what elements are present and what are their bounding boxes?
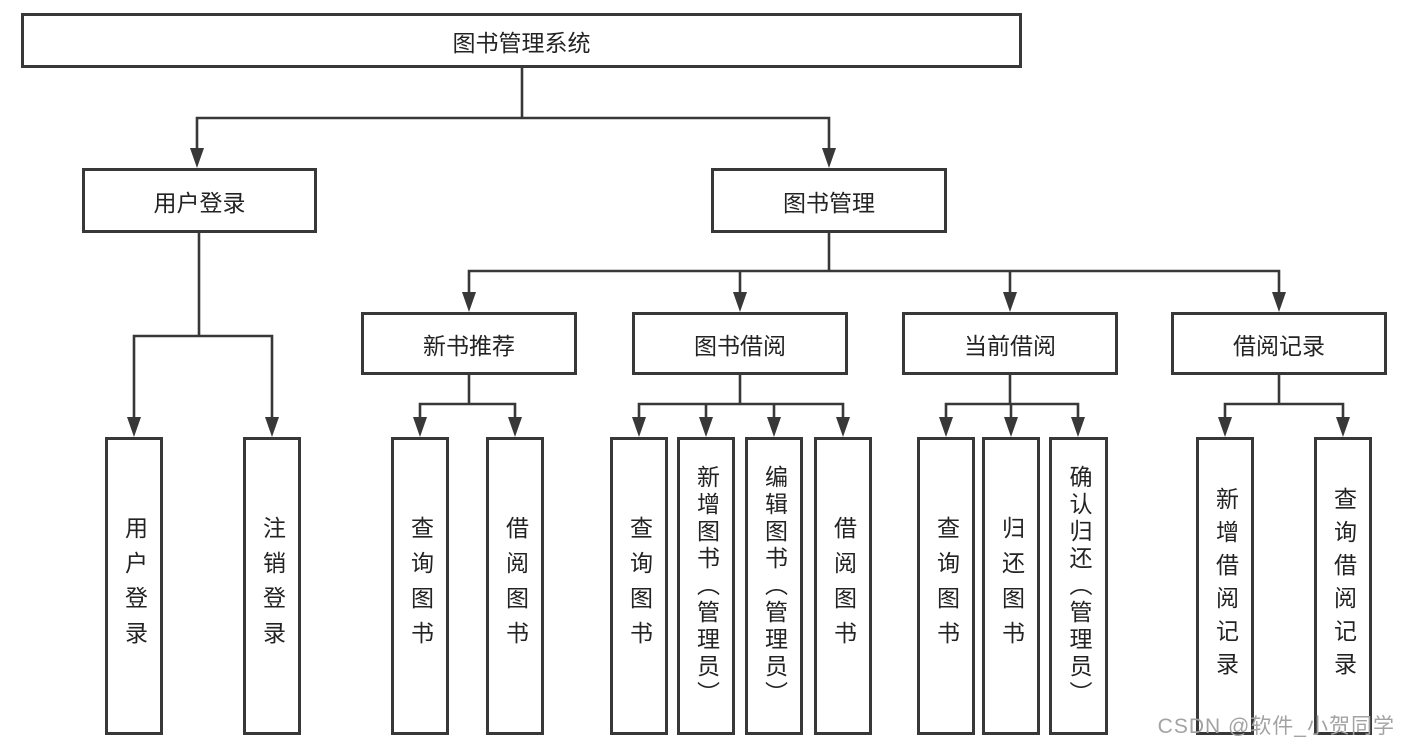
leaf-edit-books-admin: 编辑图书（管理员） <box>745 437 803 735</box>
node-label: 借阅记录 <box>1233 332 1325 359</box>
leaf-label: 归还图书 <box>998 516 1025 656</box>
node-label: 图书管理系统 <box>452 29 591 56</box>
leaf-borrow-books: 借阅图书 <box>814 437 872 735</box>
node-book-borrowing: 图书借阅 <box>632 312 848 375</box>
leaf-borrow-books-recommend: 借阅图书 <box>486 437 544 735</box>
leaf-label: 查询图书 <box>407 516 434 656</box>
node-label: 用户登录 <box>153 189 246 216</box>
leaf-query-books-current: 查询图书 <box>917 437 975 735</box>
leaf-label: 确认归还（管理员） <box>1066 464 1092 708</box>
leaf-label: 用户登录 <box>121 516 148 656</box>
leaf-label: 编辑图书（管理员） <box>761 464 788 708</box>
csdn-watermark: CSDN @软件_小贺同学 <box>1157 715 1395 738</box>
node-label: 图书管理 <box>783 189 875 216</box>
leaf-label: 借阅图书 <box>830 516 857 656</box>
node-borrowing-records: 借阅记录 <box>1171 312 1387 375</box>
leaf-label: 新增借阅记录 <box>1212 487 1239 685</box>
node-current-borrowing: 当前借阅 <box>902 312 1118 375</box>
leaf-confirm-return-admin: 确认归还（管理员） <box>1049 437 1108 735</box>
leaf-add-borrow-record: 新增借阅记录 <box>1196 437 1254 735</box>
leaf-add-books-admin: 新增图书（管理员） <box>677 437 735 735</box>
leaf-query-books-borrowing: 查询图书 <box>610 437 668 735</box>
leaf-query-books-recommend: 查询图书 <box>391 437 449 735</box>
leaf-query-borrow-record: 查询借阅记录 <box>1314 437 1372 735</box>
leaf-return-books: 归还图书 <box>982 437 1040 735</box>
node-label: 当前借阅 <box>964 332 1056 359</box>
leaf-label: 注销登录 <box>259 516 286 656</box>
leaf-label: 新增图书（管理员） <box>693 464 720 708</box>
leaf-label: 借阅图书 <box>502 516 529 656</box>
node-user-login: 用户登录 <box>82 168 317 233</box>
leaf-user-login: 用户登录 <box>105 437 163 735</box>
leaf-label: 查询图书 <box>626 516 653 656</box>
leaf-label: 查询图书 <box>933 516 960 656</box>
arrowheads <box>127 148 1350 437</box>
node-new-book-recommendation: 新书推荐 <box>361 312 577 375</box>
leaf-logout: 注销登录 <box>243 437 301 735</box>
node-book-management: 图书管理 <box>711 168 947 233</box>
node-library-management-system: 图书管理系统 <box>21 13 1022 68</box>
node-label: 图书借阅 <box>694 332 786 359</box>
node-label: 新书推荐 <box>423 332 515 359</box>
leaf-label: 查询借阅记录 <box>1330 487 1357 685</box>
